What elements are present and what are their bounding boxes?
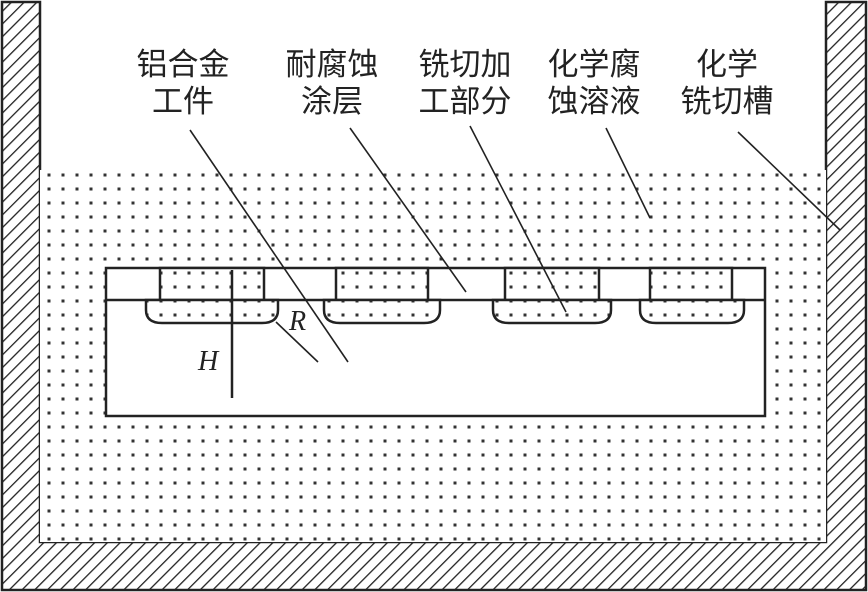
svg-text:铣切槽: 铣切槽 — [681, 84, 774, 120]
label-tank: 化学 铣切槽 — [681, 47, 774, 120]
milled-pockets — [144, 298, 746, 325]
svg-text:化学: 化学 — [696, 47, 758, 83]
leader-tank — [737, 131, 841, 231]
leader-coating — [349, 127, 467, 293]
milled-pocket — [144, 298, 280, 325]
svg-text:铣切加: 铣切加 — [419, 47, 512, 83]
svg-text:蚀溶液: 蚀溶液 — [548, 84, 641, 120]
aluminum-workpiece — [104, 266, 767, 418]
label-milled-part: 铣切加 工部分 — [419, 47, 512, 120]
label-coating: 耐腐蚀 涂层 — [286, 47, 379, 120]
radius-symbol: R — [288, 306, 306, 337]
milled-pocket — [491, 298, 613, 325]
milled-pocket — [322, 298, 442, 325]
svg-text:涂层: 涂层 — [301, 84, 363, 120]
svg-text:化学腐: 化学腐 — [548, 47, 641, 83]
label-workpiece: 铝合金 工件 — [137, 47, 230, 120]
svg-text:工部分: 工部分 — [419, 84, 512, 120]
leader-lines — [189, 125, 841, 363]
svg-text:耐腐蚀: 耐腐蚀 — [286, 47, 379, 83]
leader-milled-part — [469, 125, 567, 313]
label-solution: 化学腐 蚀溶液 — [548, 47, 641, 120]
svg-text:铝合金: 铝合金 — [137, 47, 230, 83]
leader-solution — [605, 127, 651, 219]
svg-text:工件: 工件 — [152, 84, 214, 120]
depth-symbol: H — [197, 346, 220, 377]
milled-pocket — [638, 298, 746, 325]
leader-radius — [275, 321, 319, 363]
leader-workpiece — [189, 129, 349, 363]
